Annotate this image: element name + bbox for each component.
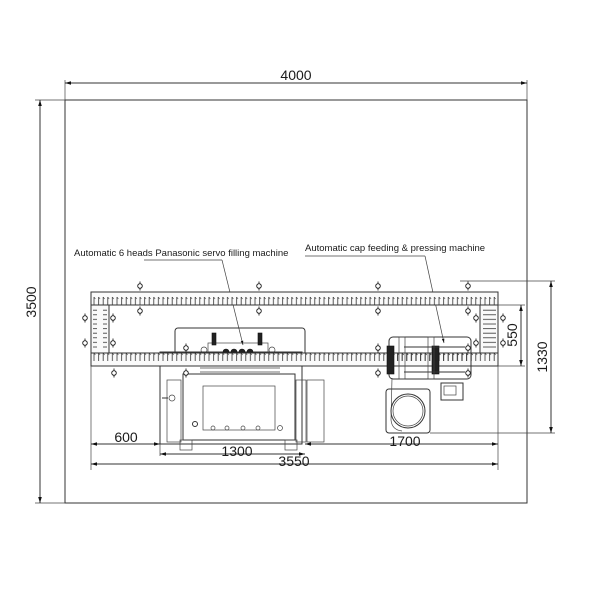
capping-machine: [385, 336, 475, 434]
dimension-1300: 1300: [159, 443, 305, 459]
dimension-1700: 1700: [305, 366, 499, 470]
dim-600: 600: [114, 429, 138, 445]
dimension-room-width: 4000: [64, 67, 528, 100]
dim-3500: 3500: [23, 286, 39, 317]
dimension-1330: 1330: [430, 280, 555, 434]
dim-3550: 3550: [278, 453, 309, 469]
room-boundary: [64, 99, 528, 504]
upper-return-conveyor: [82, 281, 506, 354]
dimension-550: 550: [498, 304, 525, 367]
dim-1700: 1700: [389, 433, 420, 449]
dim-4000: 4000: [280, 67, 311, 83]
svg-text:Automatic cap feeding & pressi: Automatic cap feeding & pressing machine: [305, 243, 485, 254]
filling-machine: [159, 327, 325, 451]
dim-1330: 1330: [534, 341, 550, 372]
dimension-3550: 3550: [91, 453, 498, 469]
dimension-room-depth: 3500: [23, 99, 65, 504]
cap-bowl: [385, 388, 431, 434]
dim-550: 550: [504, 323, 520, 347]
dimension-600: 600: [90, 366, 160, 470]
dim-1300: 1300: [221, 443, 252, 459]
svg-text:Automatic 6 heads Panasonic se: Automatic 6 heads Panasonic servo fillin…: [74, 248, 288, 259]
